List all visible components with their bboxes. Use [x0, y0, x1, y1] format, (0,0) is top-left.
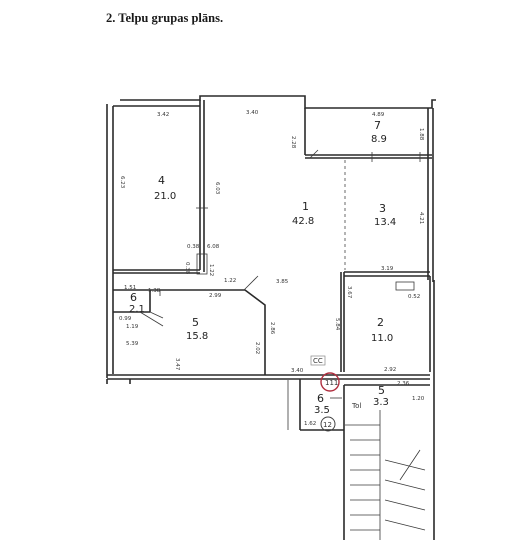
- dim: 1.20: [412, 396, 425, 402]
- room-1-number: 1: [302, 200, 309, 213]
- dim: 3.40: [246, 110, 259, 116]
- dim: 2.92: [384, 367, 396, 373]
- dim: 3.19: [381, 266, 394, 272]
- pencil-box-1: [310, 355, 326, 366]
- room-6b-number: 6: [317, 392, 324, 405]
- dim: 2.86: [269, 322, 275, 335]
- dim: 3.67: [346, 286, 352, 299]
- dim: 3.42: [157, 112, 169, 118]
- room-2-area: 11.0: [371, 333, 393, 344]
- dim: 0.99: [119, 316, 132, 322]
- dim: 3.85: [276, 279, 289, 285]
- room-6-number: 6: [130, 291, 137, 304]
- dim: 1.19: [126, 324, 139, 330]
- room-5-number: 5: [192, 316, 199, 329]
- room-2-number: 2: [377, 316, 384, 329]
- room-7-number: 7: [374, 119, 381, 132]
- room-labels: 1 42.8 2 11.0 3 13.4 4 21.0 5 15.8 6 2.1…: [129, 119, 396, 416]
- dim: 1.22: [208, 264, 214, 276]
- room-4-number: 4: [158, 174, 165, 187]
- room-5b-number: 5: [378, 384, 385, 397]
- dim: 6.03: [214, 182, 220, 195]
- room-3-number: 3: [379, 202, 386, 215]
- dim: 1.62: [304, 421, 316, 427]
- walls: [106, 95, 436, 540]
- room-7-area: 8.9: [371, 134, 387, 145]
- marker-2-text: 12: [323, 421, 332, 429]
- plan-details: [139, 149, 426, 540]
- dim: 0.38: [184, 262, 190, 275]
- dim: 2.02: [254, 342, 260, 354]
- dim: 1.22: [224, 278, 236, 284]
- marker-1-text: 111: [325, 379, 338, 387]
- room-1-area: 42.8: [292, 216, 314, 227]
- dim: 2.28: [290, 136, 296, 149]
- dim: 5.39: [126, 341, 139, 347]
- circled-marker-1: [320, 372, 340, 392]
- room-3-area: 13.4: [374, 217, 396, 228]
- dim: 1.88: [418, 128, 424, 141]
- dim: 2.99: [209, 293, 222, 299]
- dim: 2.36: [397, 381, 410, 387]
- room-4-area: 21.0: [154, 191, 176, 202]
- dim: 1.38: [148, 288, 161, 294]
- dim: 6.08: [207, 244, 220, 250]
- room-5-area: 15.8: [186, 331, 208, 342]
- dim: 3.47: [174, 358, 180, 371]
- dim: 0.38: [187, 244, 200, 250]
- pencil-mark-1: CC: [313, 357, 323, 365]
- page-title: 2. Telpu grupas plāns.: [106, 11, 224, 25]
- pencil-mark-2: Tol: [351, 402, 361, 410]
- room-5b-area: 3.3: [373, 397, 389, 408]
- dim: 6.23: [119, 176, 125, 189]
- dimension-labels: 3.42 3.40 4.89 2.28 1.88 6.23 6.03 4.21 …: [119, 110, 425, 427]
- dim: 3.40: [291, 368, 304, 374]
- room-6-area: 2.1: [129, 304, 145, 315]
- room-6b-area: 3.5: [314, 405, 330, 416]
- dim: 4.89: [372, 112, 385, 118]
- dim: 4.21: [418, 212, 424, 224]
- circled-marker-2: [320, 416, 336, 432]
- dim: 5.84: [334, 318, 340, 331]
- circled-markers: 111 12 CC Tol: [310, 355, 361, 432]
- dim: 0.52: [408, 294, 420, 300]
- dim: 1.51: [124, 285, 136, 291]
